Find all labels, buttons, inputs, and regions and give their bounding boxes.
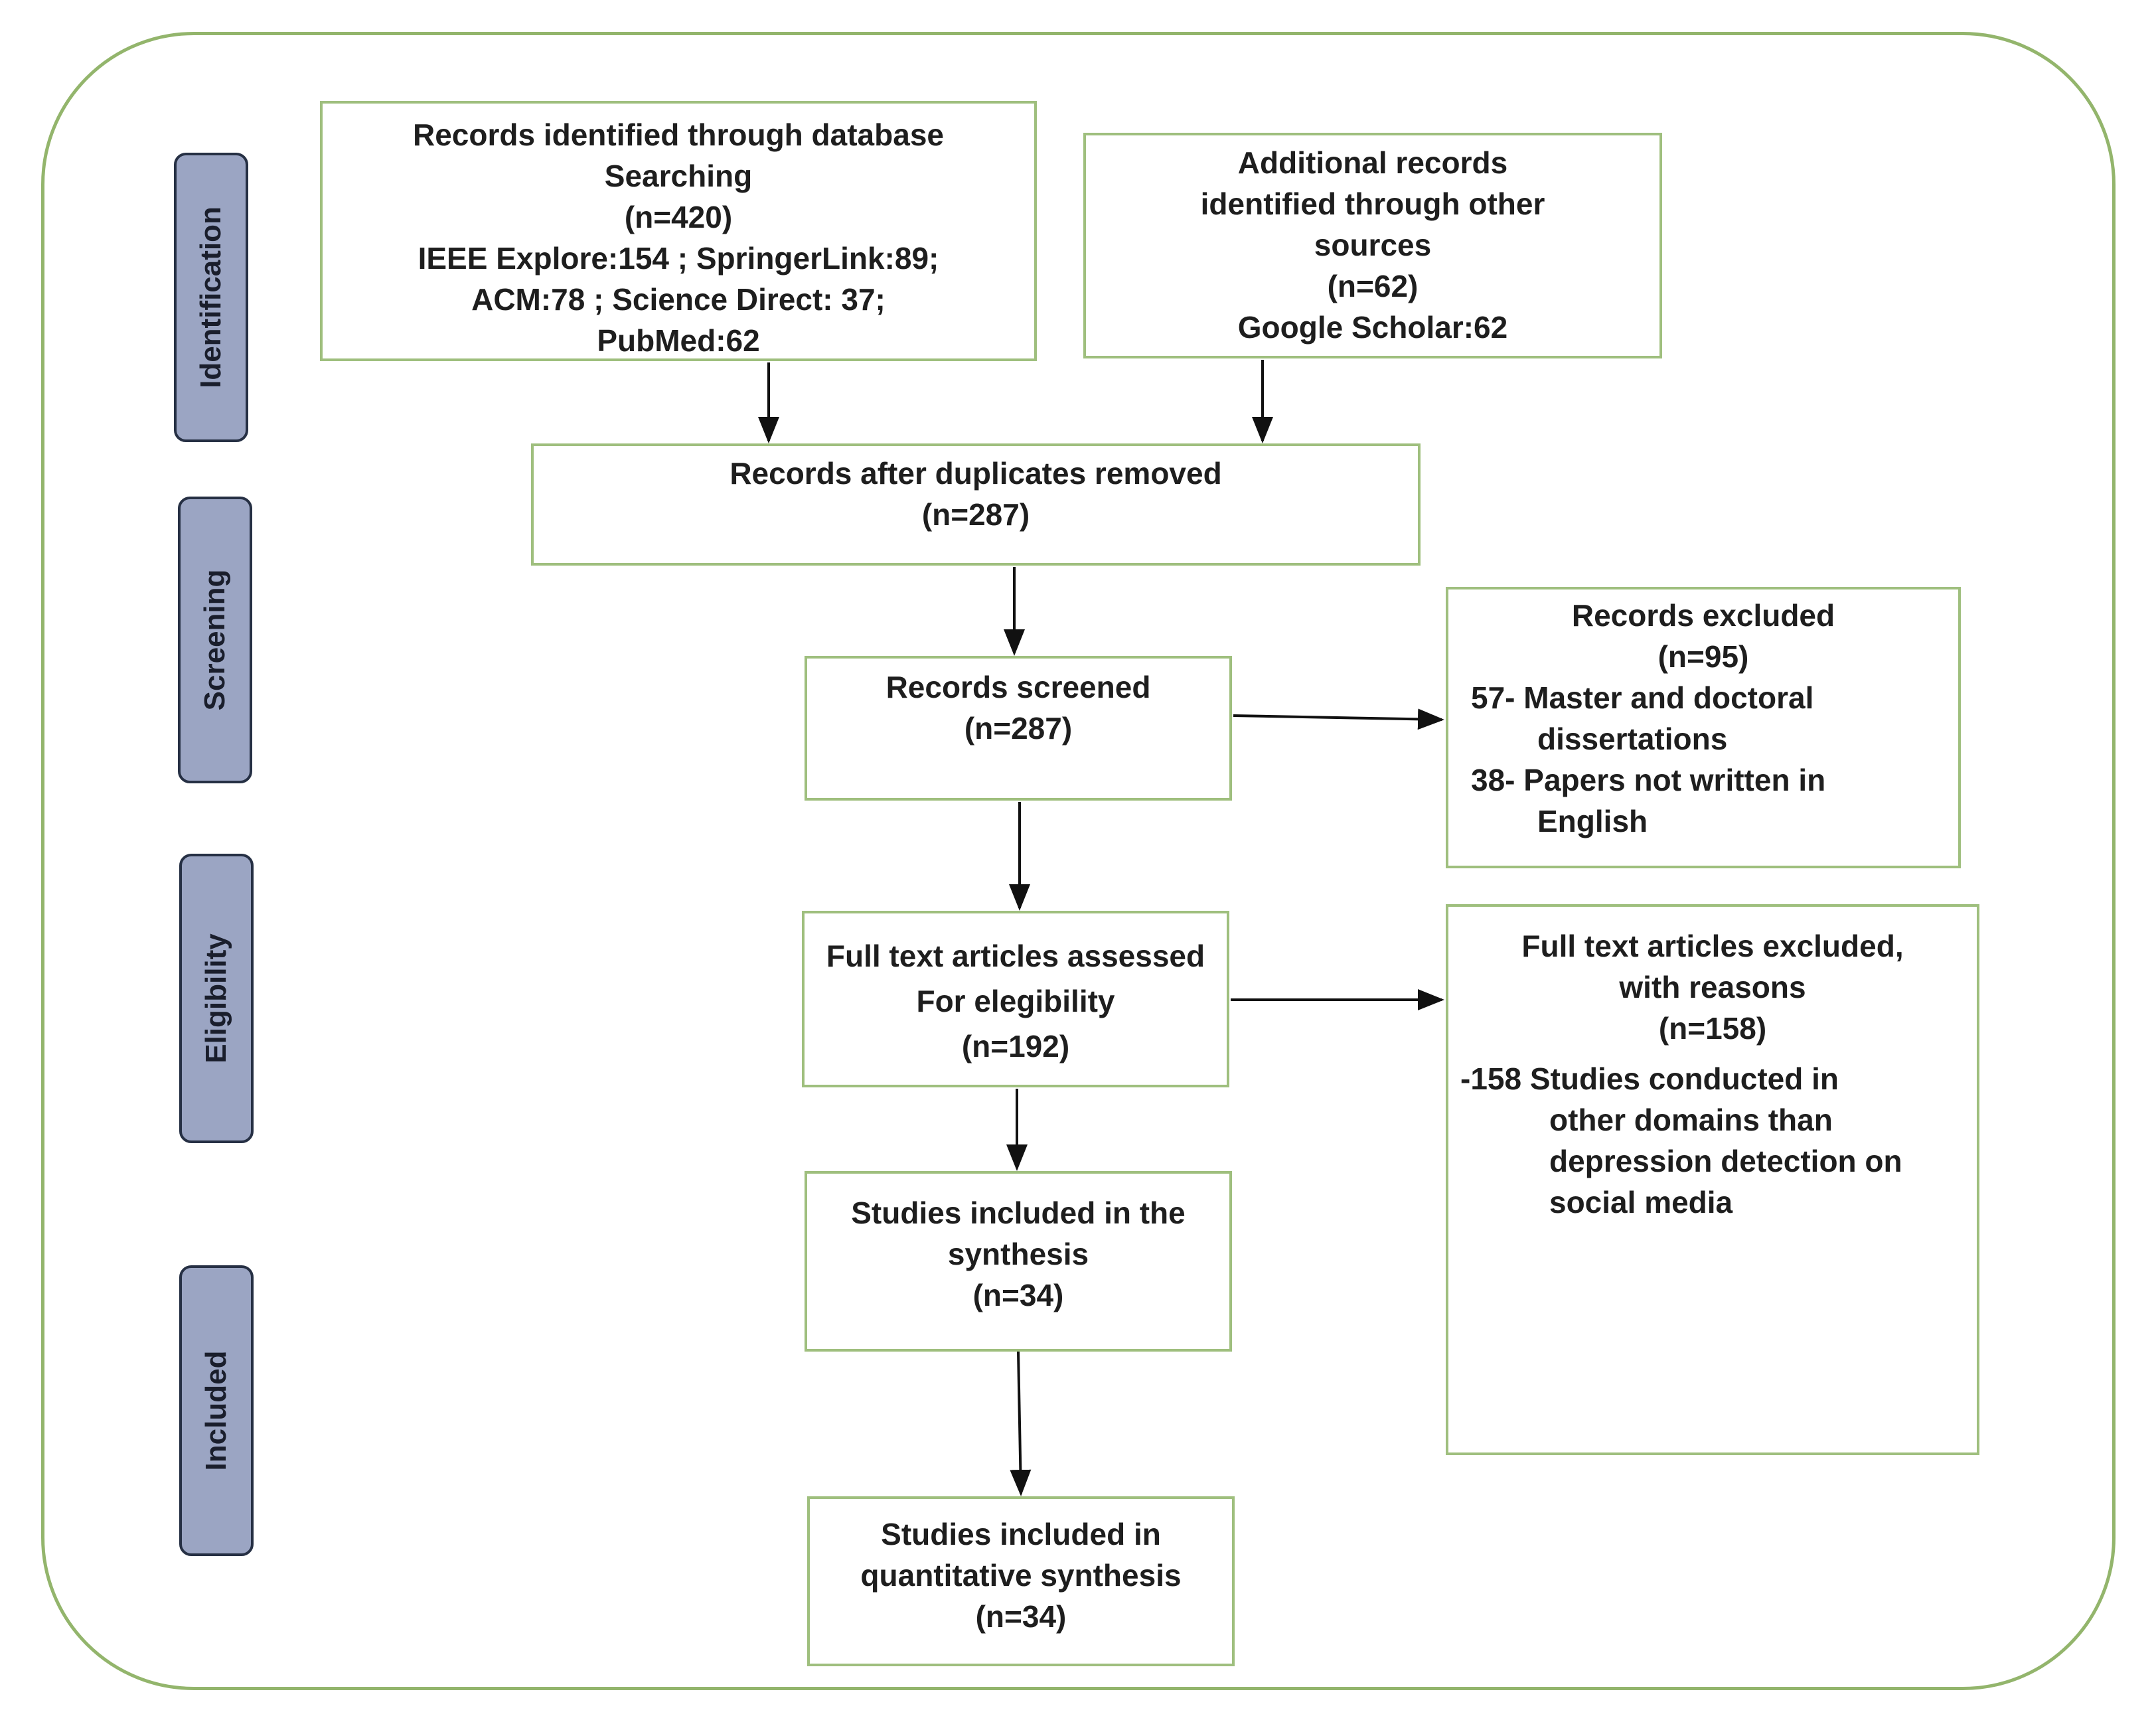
full-text-excluded-subtitle: with reasons: [1619, 970, 1806, 1004]
records-screened-title: Records screened: [886, 670, 1151, 704]
quantitative-line-2: quantitative synthesis: [860, 1558, 1182, 1593]
other-sources-line-1: Additional records: [1237, 145, 1508, 180]
synthesis-line-2: synthesis: [947, 1237, 1089, 1271]
synthesis-line-1: Studies included in the: [851, 1196, 1186, 1230]
box-studies-synthesis: Studies included in the synthesis (n=34): [805, 1171, 1232, 1352]
box-quantitative-synthesis: Studies included in quantitative synthes…: [807, 1496, 1235, 1666]
records-excluded-item-2: 38- Papers not written in: [1471, 763, 1826, 797]
records-excluded-item-2-cont: English: [1537, 804, 1648, 838]
stage-eligibility: Eligibility: [179, 854, 254, 1143]
other-sources-line-2: identified through other: [1200, 187, 1545, 221]
full-text-subtitle: For elegibility: [916, 984, 1115, 1018]
arrow-screened-to-excluded: [1233, 708, 1444, 730]
database-line-5: ACM:78 ; Science Direct: 37;: [471, 282, 886, 317]
box-records-excluded: Records excluded (n=95) 57- Master and d…: [1446, 587, 1961, 868]
box-database-records: Records identified through database Sear…: [320, 101, 1037, 361]
duplicates-removed-title: Records after duplicates removed: [730, 456, 1222, 491]
arrow-synthesis-to-quantitative: [1010, 1351, 1032, 1496]
database-line-2: Searching: [604, 159, 753, 193]
stage-included: Included: [179, 1265, 254, 1556]
records-excluded-title: Records excluded: [1571, 598, 1835, 633]
outer-frame: [41, 32, 2116, 1690]
stage-screening: Screening: [178, 497, 252, 783]
database-line-1: Records identified through database: [413, 118, 944, 152]
box-full-text-excluded: Full text articles excluded, with reason…: [1446, 904, 1979, 1455]
database-count: (n=420): [624, 200, 733, 234]
full-text-excluded-item-4: social media: [1549, 1185, 1733, 1219]
other-sources-count: (n=62): [1327, 269, 1419, 303]
box-records-screened: Records screened (n=287): [805, 656, 1232, 801]
quantitative-count: (n=34): [975, 1599, 1067, 1634]
full-text-excluded-item-3: depression detection on: [1549, 1144, 1902, 1178]
full-text-excluded-title: Full text articles excluded,: [1521, 929, 1904, 963]
duplicates-removed-count: (n=287): [921, 497, 1030, 532]
full-text-excluded-count: (n=158): [1658, 1011, 1767, 1046]
records-excluded-item-1-cont: dissertations: [1537, 722, 1728, 756]
full-text-title: Full text articles assessed: [826, 939, 1205, 973]
other-sources-line-3: sources: [1314, 228, 1432, 262]
quantitative-line-1: Studies included in: [881, 1517, 1161, 1551]
box-duplicates-removed: Records after duplicates removed (n=287): [531, 443, 1421, 566]
records-screened-count: (n=287): [964, 711, 1073, 745]
box-other-sources: Additional records identified through ot…: [1083, 133, 1662, 358]
database-line-6: PubMed:62: [597, 323, 760, 358]
records-excluded-item-1: 57- Master and doctoral: [1471, 680, 1814, 715]
records-excluded-count: (n=95): [1657, 639, 1749, 674]
full-text-excluded-item-1: -158 Studies conducted in: [1460, 1061, 1839, 1096]
box-full-text-assessed: Full text articles assessed For elegibil…: [802, 911, 1229, 1087]
full-text-excluded-item-2: other domains than: [1549, 1103, 1833, 1137]
full-text-count: (n=192): [961, 1029, 1070, 1063]
synthesis-count: (n=34): [972, 1278, 1064, 1312]
other-sources-line-5: Google Scholar:62: [1237, 310, 1508, 345]
database-line-4: IEEE Explore:154 ; SpringerLink:89;: [418, 241, 939, 275]
stage-identification: Identification: [174, 153, 248, 442]
